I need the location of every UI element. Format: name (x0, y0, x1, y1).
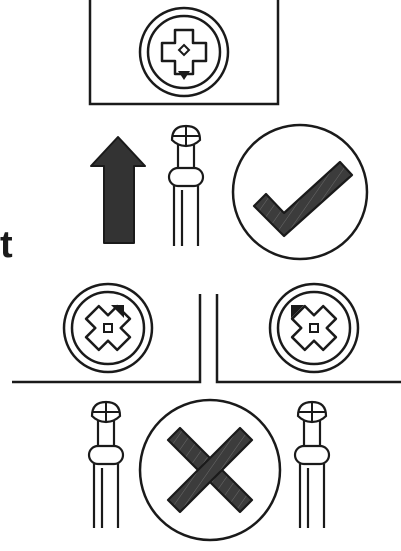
top-panel (88, 0, 280, 106)
middle-screw-icon (167, 124, 205, 246)
pointer-triangle-icon (178, 71, 190, 80)
top-screw-head (138, 6, 230, 98)
lower-right-screw-head (268, 282, 360, 374)
square-marker-icon (103, 323, 113, 333)
cross-mark-icon (166, 426, 254, 514)
diamond-marker-icon (177, 43, 191, 57)
check-mark-icon (252, 160, 354, 238)
square-marker-icon (309, 323, 319, 333)
lower-right-panel (215, 282, 401, 384)
pointer-triangle-icon (111, 305, 124, 318)
bottom-left-screw-icon (87, 400, 125, 528)
correct-check-badge (231, 123, 369, 261)
bottom-right-screw-icon (293, 400, 331, 528)
lower-left-panel (12, 282, 202, 384)
insert-arrow-icon (90, 136, 146, 244)
pointer-triangle-icon (291, 305, 304, 318)
incorrect-cross-badge (138, 398, 282, 542)
cropped-side-label: t (0, 224, 13, 266)
lower-left-screw-head (62, 282, 154, 374)
